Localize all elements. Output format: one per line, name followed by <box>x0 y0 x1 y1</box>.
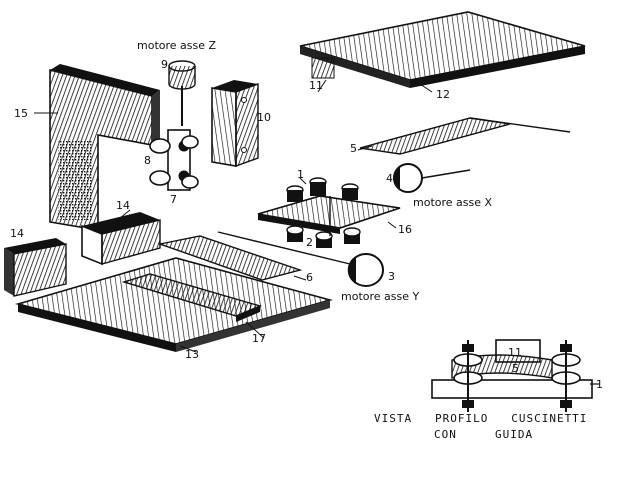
channel-14-left <box>4 238 67 297</box>
left-bearing-stack <box>453 340 483 412</box>
carriage-16 <box>257 177 401 248</box>
label-8: 8 <box>144 154 151 167</box>
label-16: 16 <box>398 223 412 236</box>
label-14-left: 14 <box>10 227 24 240</box>
motor-z-9 <box>168 60 196 126</box>
label-6: 6 <box>306 271 313 284</box>
part-number-labels: 9 15 10 8 7 11 12 5 1 4 14 14 16 2 6 3 1… <box>10 58 603 391</box>
detail-label-5: 5 <box>512 362 519 375</box>
rail-6 <box>157 235 303 281</box>
label-9: 9 <box>161 58 168 71</box>
caption-line-1: VISTA PROFILO CUSCINETTI <box>374 412 587 425</box>
channel-14-mid <box>81 212 161 266</box>
rail-5 <box>359 117 571 155</box>
label-1: 1 <box>297 168 304 181</box>
label-10: 10 <box>257 111 271 124</box>
motor-x-label: motore asse X <box>413 196 493 209</box>
base-plate-13 <box>14 257 333 352</box>
label-17: 17 <box>252 332 266 345</box>
column-15 <box>49 64 160 231</box>
label-5: 5 <box>350 142 357 155</box>
caption-line-2: CON GUIDA <box>434 428 533 441</box>
label-12: 12 <box>436 88 450 101</box>
motor-y-3 <box>347 253 384 287</box>
y-shaft <box>217 231 351 265</box>
detail-label-1: 1 <box>596 378 603 391</box>
lower-rollers <box>286 225 361 248</box>
rollers-7-8 <box>149 129 199 191</box>
label-11: 11 <box>309 79 323 92</box>
detail-label-11: 11 <box>508 346 522 359</box>
motor-z-label: motore asse Z <box>137 39 217 52</box>
guide-rail-17 <box>121 273 263 322</box>
label-3: 3 <box>388 270 395 283</box>
label-2: 2 <box>306 236 313 249</box>
bearing-profile-detail <box>431 339 600 412</box>
plate-12 <box>299 11 586 88</box>
label-4: 4 <box>386 172 393 185</box>
right-bearing-stack <box>551 340 581 412</box>
motor-y-label: motore asse Y <box>341 290 420 303</box>
upper-rollers <box>286 177 359 202</box>
label-14-mid: 14 <box>116 199 130 212</box>
label-13: 13 <box>185 348 199 361</box>
label-7: 7 <box>170 193 177 206</box>
leader-lines <box>34 79 433 353</box>
motor-x-4 <box>393 163 471 193</box>
plate-10 <box>211 80 259 167</box>
label-15: 15 <box>14 107 28 120</box>
